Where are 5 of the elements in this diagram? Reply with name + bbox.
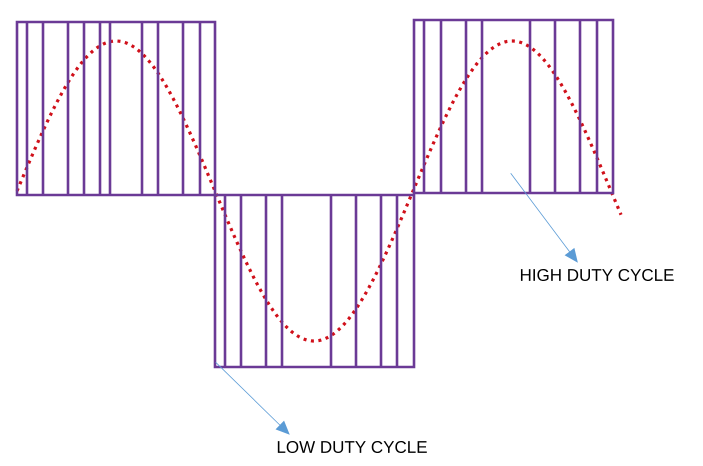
pulse-block — [412, 18, 614, 194]
label-text: LOW DUTY CYCLE — [278, 440, 427, 454]
pulse-block — [214, 194, 416, 368]
pulse-block — [16, 20, 216, 196]
label-text: HIGH DUTY CYCLE — [520, 268, 674, 282]
